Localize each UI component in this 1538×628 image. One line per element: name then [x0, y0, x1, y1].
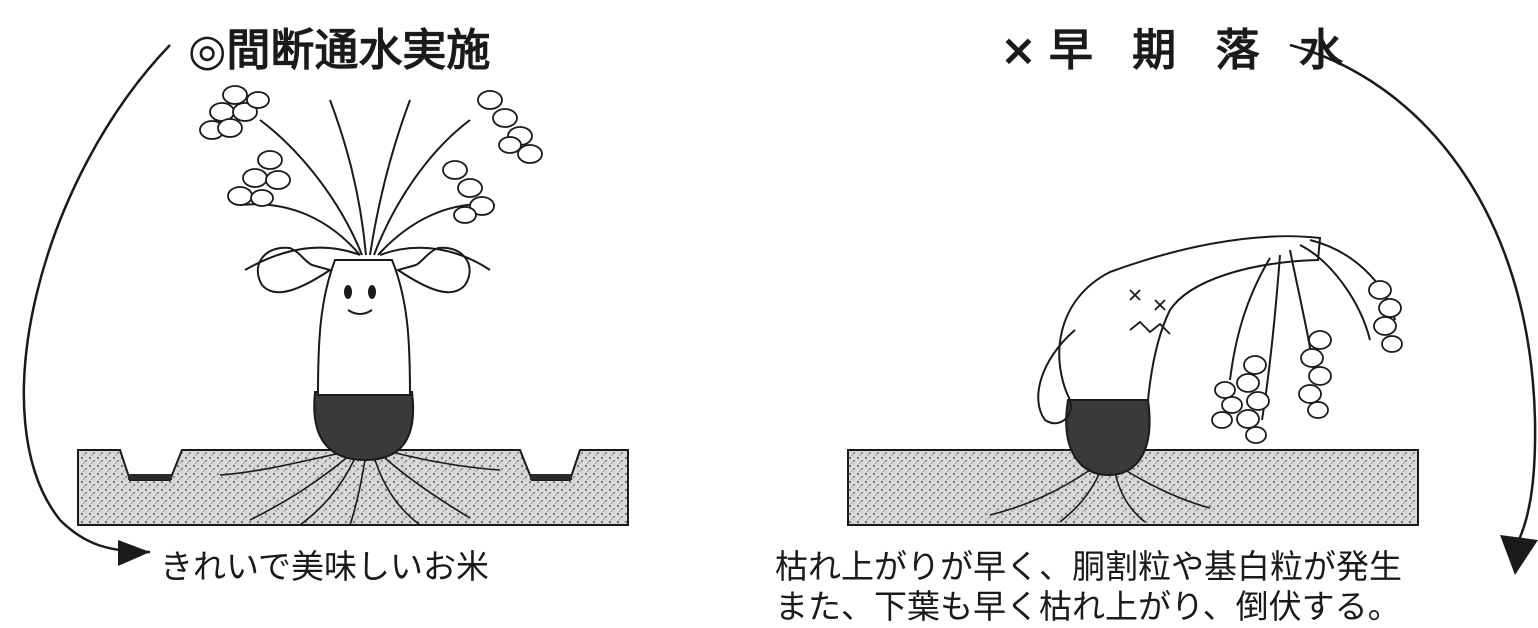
right-drooping-arm — [1037, 329, 1076, 425]
left-panel-caption: きれいで美味しいお米 — [160, 547, 490, 586]
right-panel-caption-line2: また、下葉も早く枯れ上がり、倒伏する。 — [775, 587, 1401, 626]
right-grain-clusters — [1211, 280, 1403, 444]
right-root-ball — [1065, 399, 1151, 477]
right-soil — [847, 449, 1419, 526]
left-leaves — [239, 99, 496, 271]
left-arrowhead-icon — [118, 540, 150, 566]
right-curved-arrow — [1289, 43, 1537, 549]
left-plant-body — [316, 259, 412, 396]
left-curved-arrow — [22, 44, 171, 554]
right-panel-caption-line1: 枯れ上がりが早く、胴割粒や基白粒が発生 — [775, 547, 1402, 586]
right-arrowhead-icon — [1500, 535, 1538, 575]
left-face — [344, 285, 376, 315]
left-roots — [219, 451, 501, 526]
right-panel-title: ×早 期 落 水 — [1000, 25, 1355, 76]
left-grain-clusters — [199, 85, 543, 224]
right-bent-body — [1058, 235, 1322, 401]
right-face — [1129, 289, 1171, 335]
left-water-channel — [128, 474, 172, 480]
right-roots — [989, 469, 1211, 523]
left-root-ball — [313, 391, 415, 462]
left-flexing-arms — [256, 246, 471, 294]
left-panel-title: ◎間断通水実施 — [188, 25, 491, 76]
right-water-channel — [530, 474, 572, 480]
